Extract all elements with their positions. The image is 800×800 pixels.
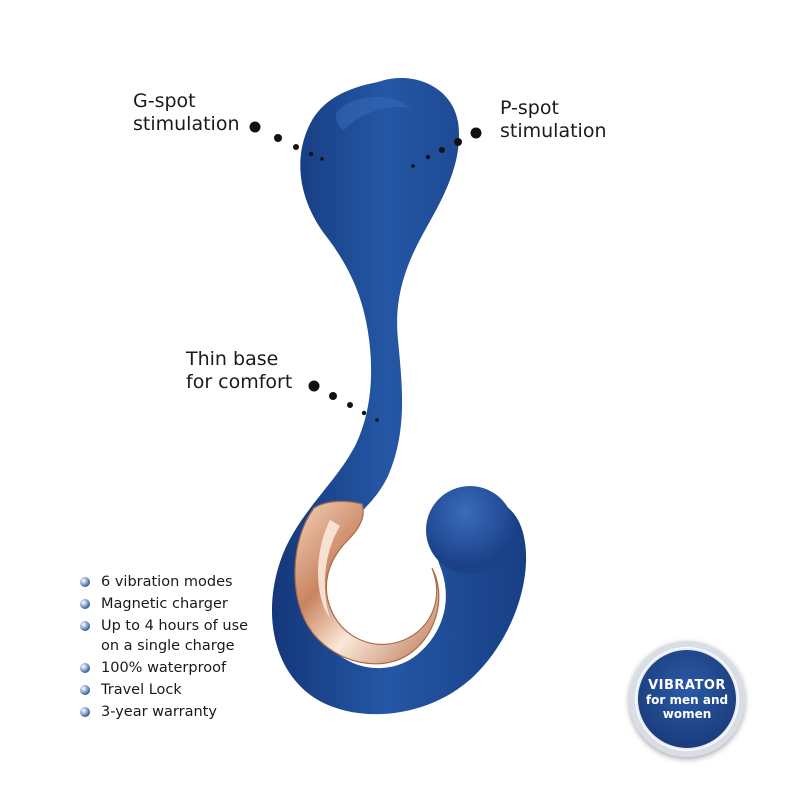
feature-text: 100% waterproof [101,660,227,676]
handle-inner-shine [318,520,340,618]
feature-item: Travel Lock [80,680,248,700]
pspot-callout: P-spot stimulation [500,97,607,143]
feature-item: 100% waterproof [80,658,248,678]
gspot-callout: G-spot stimulation [133,90,240,136]
feature-text: Up to 4 hours of use [101,618,249,634]
feature-item: 3-year warranty [80,702,248,722]
badge-subtitle-line2: women [662,706,712,721]
pspot-callout-line2: stimulation [500,120,607,142]
base-callout: Thin base for comfort [186,348,292,394]
feature-list: 6 vibration modes Magnetic charger Up to… [80,572,248,724]
gspot-callout-line1: G-spot [133,90,196,112]
device-tip [426,486,514,574]
feature-item: Magnetic charger [80,594,248,614]
base-callout-line1: Thin base [186,348,279,370]
feature-text: 3-year warranty [101,704,217,720]
base-callout-line2: for comfort [186,371,293,393]
badge-inner: VIBRATOR for men and women [636,648,738,750]
head-highlight [336,96,410,130]
feature-item: 6 vibration modes [80,572,248,592]
feature-text: Magnetic charger [101,596,228,612]
badge-subtitle-line1: for men and [645,692,729,707]
bullet-icon [80,577,90,587]
feature-text: 6 vibration modes [101,574,233,590]
gspot-callout-line2: stimulation [133,113,240,135]
pspot-callout-dots [411,127,482,168]
bullet-icon [80,685,90,695]
base-callout-dots [308,380,379,422]
gspot-callout-dots [249,121,324,161]
bullet-icon [80,663,90,673]
bullet-icon [80,707,90,717]
feature-text: Travel Lock [101,682,182,698]
bullet-icon [80,599,90,609]
feature-text-continued: on a single charge [101,638,235,654]
badge-title: VIBRATOR [648,677,726,693]
vibrator-badge: VIBRATOR for men and women [629,641,745,757]
bullet-icon [80,621,90,631]
pspot-callout-line1: P-spot [500,97,559,119]
feature-item: Up to 4 hours of use on a single charge [80,616,248,656]
